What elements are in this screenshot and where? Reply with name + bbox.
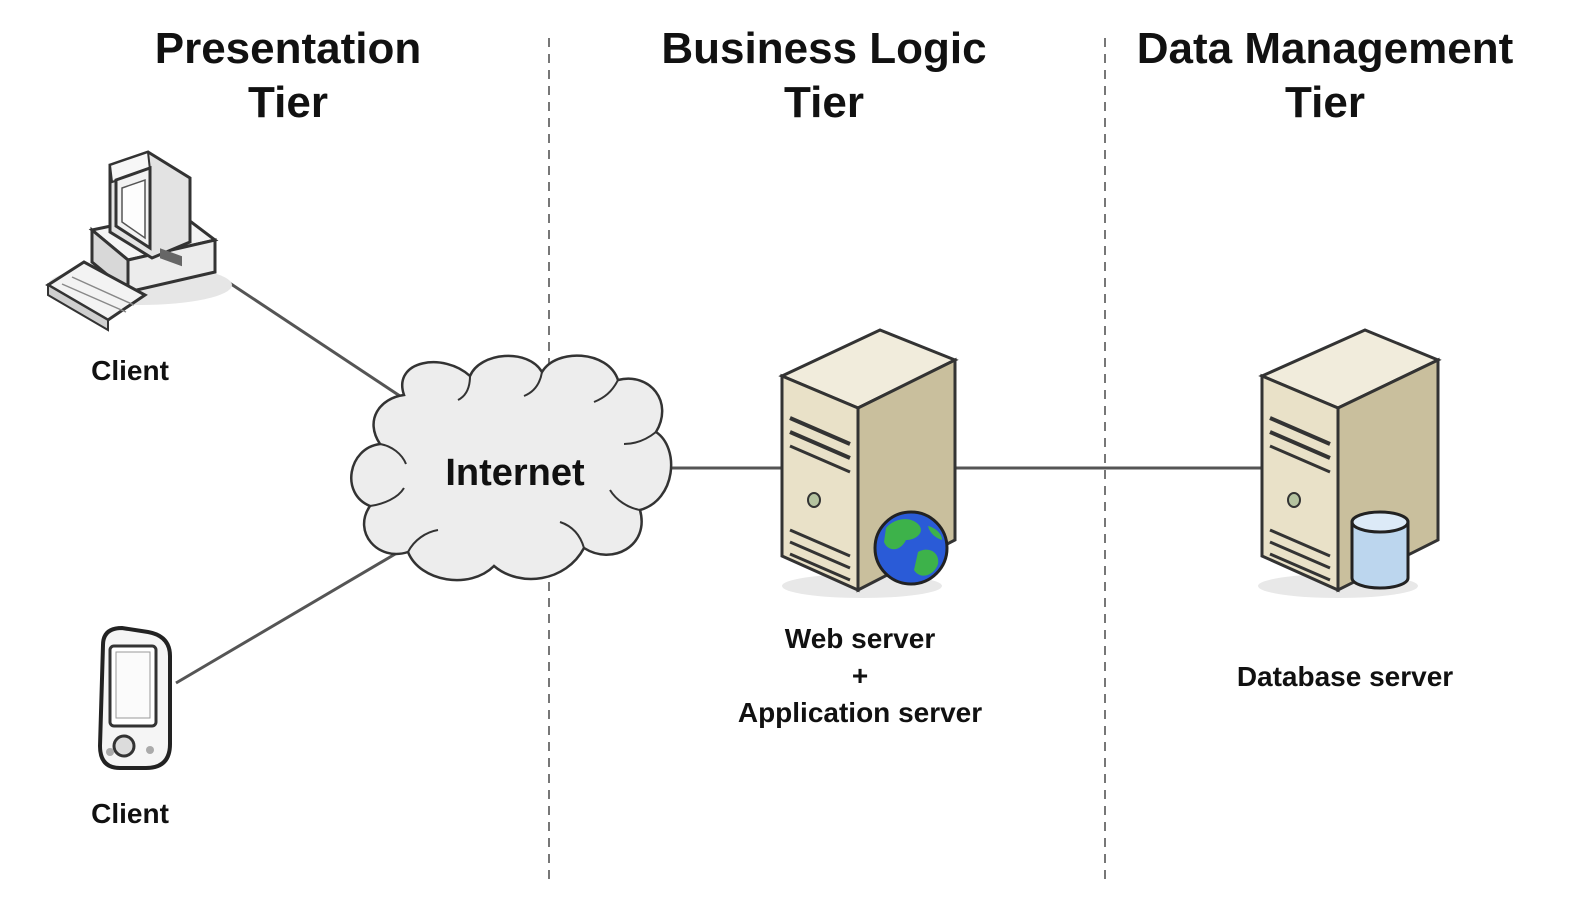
application-server-text: Application server	[737, 697, 983, 728]
tier-title-line: Tier	[1285, 78, 1365, 127]
tier-title-line: Presentation	[154, 24, 422, 73]
globe-icon	[873, 510, 949, 586]
tier-title-presentation: Presentation Tier	[128, 22, 448, 130]
database-cylinder-icon	[1350, 510, 1410, 590]
tier-title-line: Business Logic	[661, 24, 987, 73]
internet-label: Internet	[445, 452, 585, 494]
handheld-device-icon	[97, 625, 172, 770]
web-app-server-label: Web server + Application server	[690, 620, 1030, 731]
database-server-icon	[1258, 328, 1442, 598]
client-desktop-label: Client	[91, 355, 169, 386]
tier-title-line: Tier	[784, 78, 864, 127]
tier-title-data-management: Data Management Tier	[1110, 22, 1540, 130]
tier-title-business-logic: Business Logic Tier	[624, 22, 1024, 130]
tier-title-line: Tier	[248, 78, 328, 127]
database-server-label: Database server	[1236, 661, 1454, 692]
plus-text: +	[851, 660, 869, 691]
desktop-computer-icon	[45, 150, 232, 332]
tier-title-line: Data Management	[1136, 24, 1514, 73]
connector-desktop-internet	[221, 276, 413, 406]
client-mobile-label: Client	[91, 798, 169, 829]
connector-mobile-internet	[175, 548, 403, 685]
web-server-text: Web server	[784, 623, 936, 654]
cloud-icon	[350, 354, 673, 582]
